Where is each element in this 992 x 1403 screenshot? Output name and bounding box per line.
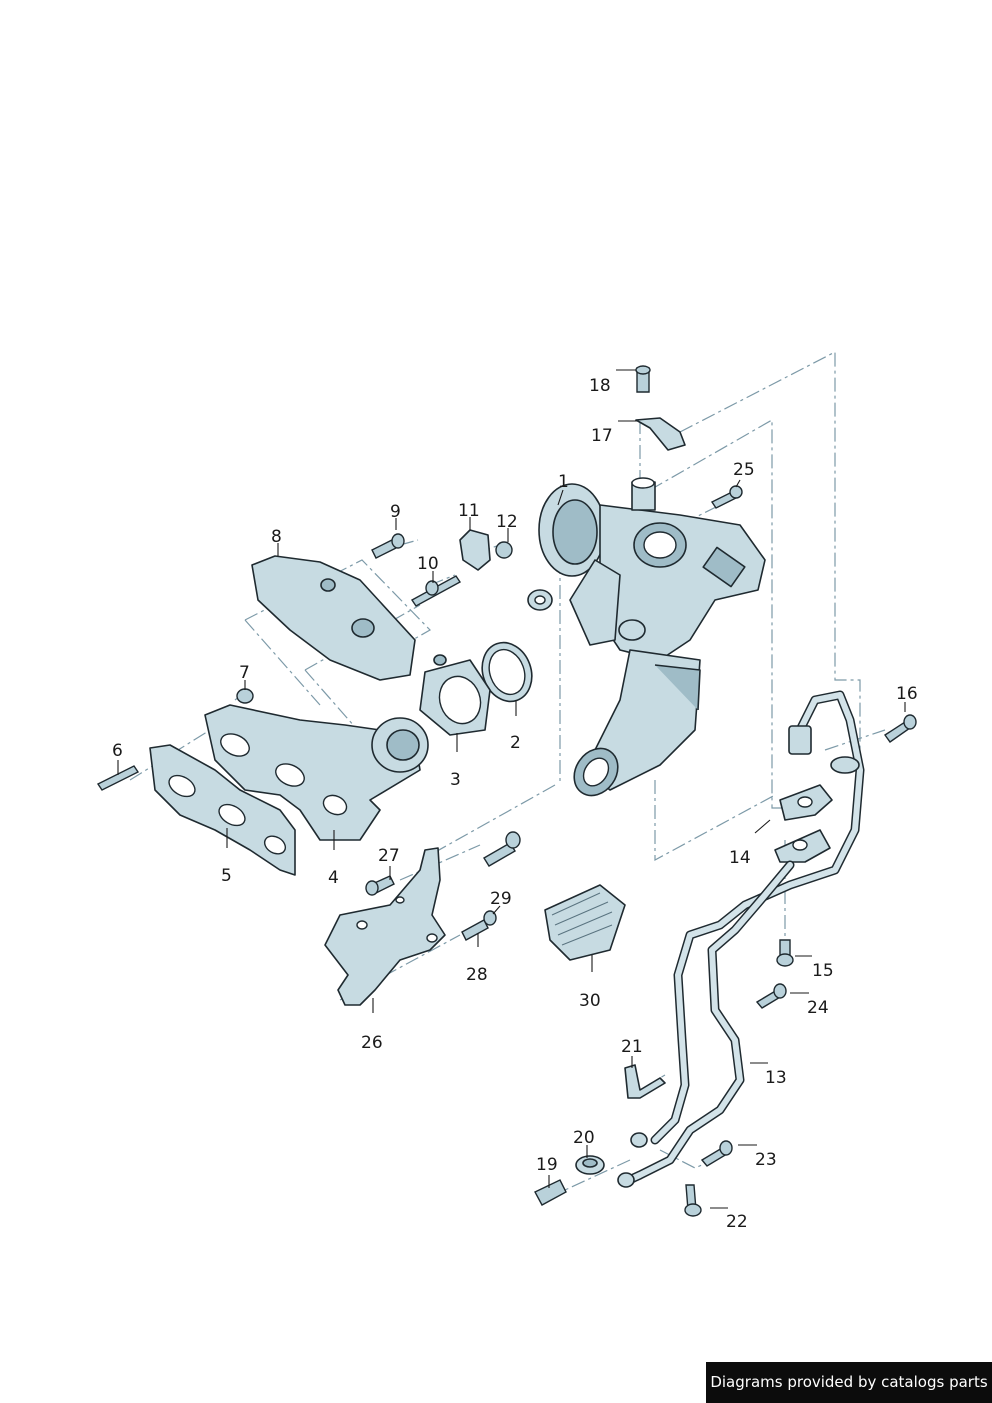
line-clip	[575, 1155, 605, 1175]
callout-labels: 1 2 3 4 5 6 7 8 9 10 11 12 13 14 15 16 1…	[112, 376, 918, 1232]
callout-18: 18	[589, 376, 611, 396]
oil-supply-line	[650, 690, 865, 1145]
callout-13: 13	[765, 1068, 787, 1088]
callout-6: 6	[112, 741, 123, 761]
callout-25: 25	[733, 460, 755, 480]
callout-22: 22	[726, 1212, 748, 1232]
heat-shield-wrap	[544, 884, 626, 961]
callout-9: 9	[390, 502, 401, 522]
gasket-ring	[481, 641, 533, 703]
callout-23: 23	[755, 1150, 777, 1170]
callout-7: 7	[239, 663, 250, 683]
callout-26: 26	[361, 1033, 383, 1053]
turbocharger	[527, 477, 766, 797]
heat-shield	[251, 555, 416, 681]
callout-17: 17	[591, 426, 613, 446]
callout-21: 21	[621, 1037, 643, 1057]
bracket-clip	[459, 529, 491, 571]
assembly-lines	[129, 351, 886, 1191]
callout-27: 27	[378, 846, 400, 866]
exhaust-manifold	[204, 704, 429, 841]
callout-10: 10	[417, 554, 439, 574]
callout-15: 15	[812, 961, 834, 981]
clamp-flange	[419, 654, 491, 736]
callout-12: 12	[496, 512, 518, 532]
callout-16: 16	[896, 684, 918, 704]
callout-8: 8	[271, 527, 282, 547]
callout-5: 5	[221, 866, 232, 886]
callout-29: 29	[490, 889, 512, 909]
callout-20: 20	[573, 1128, 595, 1148]
manifold-gasket	[149, 744, 296, 876]
callout-11: 11	[458, 501, 480, 521]
line-bracket	[624, 1064, 666, 1099]
callout-3: 3	[450, 770, 461, 790]
callout-30: 30	[579, 991, 601, 1011]
callout-19: 19	[536, 1155, 558, 1175]
callout-1: 1	[558, 472, 569, 492]
callout-2: 2	[510, 733, 521, 753]
fasteners	[96, 365, 917, 1217]
footer-credit: Diagrams provided by catalogs parts	[706, 1362, 992, 1403]
callout-28: 28	[466, 965, 488, 985]
support-bracket	[324, 847, 446, 1006]
return-line	[617, 860, 795, 1188]
callout-14: 14	[729, 848, 751, 868]
callout-leaders	[117, 369, 906, 1209]
callout-24: 24	[807, 998, 829, 1018]
callout-4: 4	[328, 868, 339, 888]
